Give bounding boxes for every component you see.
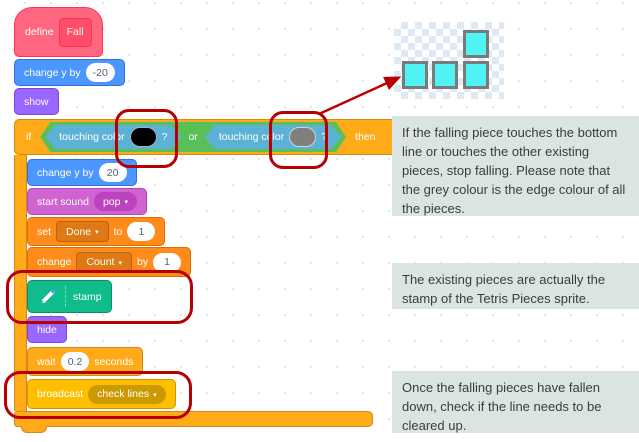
annotation-box: If the falling piece touches the bottom …: [392, 116, 639, 216]
change-label: change: [37, 256, 72, 268]
question-mark-label: ?: [161, 131, 168, 143]
if-label: if: [26, 131, 32, 143]
question-mark-label: ?: [321, 131, 328, 143]
procedure-name-block[interactable]: Fall: [58, 17, 92, 47]
define-hat-block[interactable]: define Fall: [14, 7, 103, 57]
y-value-input[interactable]: -20: [85, 63, 115, 82]
show-block[interactable]: show: [14, 88, 59, 115]
then-label: then: [355, 131, 376, 143]
variable-dropdown[interactable]: Count ▾: [76, 251, 132, 273]
tetris-square: [402, 61, 428, 89]
stamp-block[interactable]: stamp: [27, 280, 112, 313]
dropdown-caret-icon: ▾: [95, 229, 99, 236]
annotation-text: Once the falling pieces have fallen down…: [402, 380, 602, 433]
procedure-name-label: Fall: [66, 26, 84, 38]
y-value-input[interactable]: 20: [98, 163, 127, 182]
show-label: show: [24, 95, 49, 108]
stamp-label: stamp: [73, 290, 102, 303]
or-label: or: [188, 131, 198, 143]
define-keyword: define: [25, 26, 54, 38]
if-block-bottom-bar[interactable]: [14, 411, 373, 427]
annotation-text: The existing pieces are actually the sta…: [402, 272, 606, 306]
wait-value-input[interactable]: 0.2: [60, 352, 90, 371]
start-sound-block[interactable]: start sound pop ▾: [27, 188, 147, 215]
change-value-input[interactable]: 1: [153, 252, 182, 272]
broadcast-message-value: check lines: [97, 388, 150, 400]
if-block[interactable]: if touching color ? or touching color ? …: [14, 119, 397, 155]
hide-label: hide: [37, 323, 57, 336]
touching-color-label: touching color: [218, 131, 285, 143]
by-label: by: [137, 256, 149, 268]
set-variable-block[interactable]: set Done ▾ to 1: [27, 217, 166, 246]
change-y-block[interactable]: change y by -20: [14, 59, 125, 86]
touching-color-block[interactable]: touching color ?: [45, 125, 181, 149]
set-value-input[interactable]: 1: [127, 222, 156, 241]
broadcast-label: broadcast: [37, 388, 84, 400]
seconds-label: seconds: [94, 355, 134, 368]
annotation-box: Once the falling pieces have fallen down…: [392, 371, 639, 433]
change-variable-block[interactable]: change Count ▾ by 1: [27, 247, 192, 277]
dropdown-caret-icon: ▾: [153, 391, 157, 399]
color-swatch-grey[interactable]: [289, 127, 316, 147]
set-label: set: [37, 225, 52, 238]
start-sound-label: start sound: [37, 195, 89, 208]
dropdown-caret-icon: ▾: [118, 259, 122, 267]
tetris-square: [432, 61, 458, 89]
variable-dropdown[interactable]: Done ▾: [56, 221, 109, 242]
sound-dropdown[interactable]: pop ▾: [93, 192, 137, 211]
broadcast-block[interactable]: broadcast check lines ▾: [27, 379, 176, 409]
variable-dropdown-value: Count: [86, 256, 115, 268]
change-y-label: change y by: [24, 66, 81, 79]
hide-block[interactable]: hide: [27, 316, 67, 343]
or-operator-block[interactable]: touching color ? or touching color ?: [40, 122, 346, 152]
change-y-label: change y by: [37, 166, 94, 179]
to-label: to: [113, 225, 123, 238]
tetris-square: [463, 30, 489, 58]
tetris-piece-image: [394, 22, 504, 99]
color-swatch-black[interactable]: [130, 127, 157, 147]
block-separator: [65, 286, 66, 307]
wait-label: wait: [37, 355, 56, 368]
variable-dropdown-value: Done: [66, 225, 92, 238]
if-block-spine[interactable]: [14, 155, 27, 411]
broadcast-message-dropdown[interactable]: check lines ▾: [88, 384, 166, 404]
dropdown-caret-icon: ▾: [124, 199, 128, 206]
annotation-box: The existing pieces are actually the sta…: [392, 263, 639, 309]
annotation-text: If the falling piece touches the bottom …: [402, 125, 626, 216]
touching-color-block[interactable]: touching color ?: [205, 125, 341, 149]
sound-dropdown-value: pop: [102, 195, 121, 208]
wait-block[interactable]: wait 0.2 seconds: [27, 347, 144, 376]
touching-color-label: touching color: [59, 131, 125, 143]
pen-icon: [40, 289, 55, 304]
if-block-bottom-notch: [21, 426, 47, 433]
tetris-square: [463, 61, 489, 89]
change-y-block[interactable]: change y by 20: [27, 159, 137, 186]
